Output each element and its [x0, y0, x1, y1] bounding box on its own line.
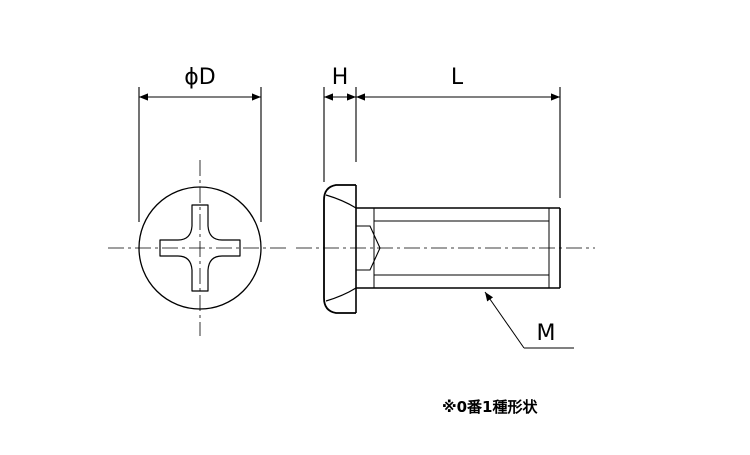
recess-cone [356, 225, 381, 271]
diameter-dimension [138, 87, 262, 222]
head-top-view [108, 160, 286, 336]
height-label: H [332, 65, 349, 90]
head-circle [138, 186, 262, 310]
screw-head [323, 184, 356, 314]
length-dimensions [323, 87, 561, 198]
shape-note: ※0番1種形状 [442, 398, 538, 416]
diameter-label: ϕD [184, 65, 215, 90]
screw-side-view [296, 184, 595, 314]
length-label: L [451, 65, 464, 90]
phillips-recess [159, 204, 241, 292]
head-crown-curves [325, 194, 357, 302]
thread-label: M [537, 321, 556, 346]
thread-leader [484, 291, 574, 349]
